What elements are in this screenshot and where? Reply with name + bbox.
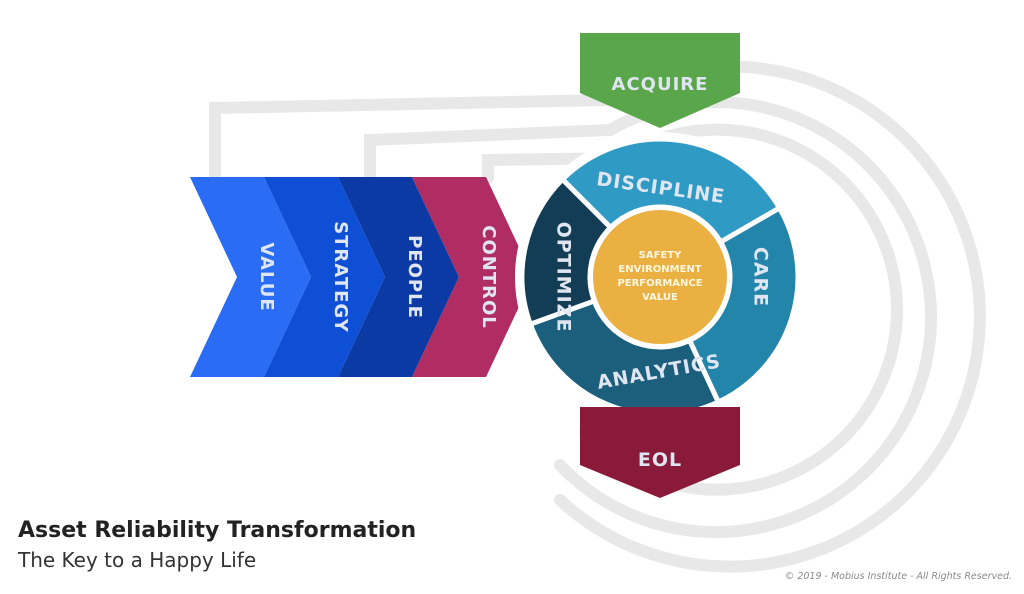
chevron-people (338, 177, 459, 377)
diagram-subtitle: The Key to a Happy Life (18, 548, 257, 572)
chevron-value-label: VALUE (256, 242, 277, 311)
care-label: CARE (750, 247, 772, 307)
optimize-label: OPTIMIZE (553, 222, 575, 333)
eol-arrow: EOL (580, 407, 740, 498)
background-loop (209, 60, 986, 573)
wheel-center (593, 210, 727, 344)
diagram-title: Asset Reliability Transformation (18, 518, 417, 543)
center-line-performance: PERFORMANCE (617, 278, 702, 289)
eol-label: EOL (638, 449, 682, 471)
lifecycle-wheel: SAFETY ENVIRONMENT PERFORMANCE VALUE DIS… (515, 132, 805, 422)
acquire-arrow: ACQUIRE (580, 33, 740, 128)
wheel-segment-optimize (519, 175, 615, 328)
chevron-strategy-label: STRATEGY (330, 221, 351, 333)
chevron-value (190, 177, 311, 377)
copyright-notice: © 2019 - Mobius Institute - All Rights R… (784, 571, 1012, 582)
chevron-people-label: PEOPLE (404, 235, 425, 319)
loop-outer (209, 60, 986, 573)
chevron-control (412, 177, 533, 377)
chevron-group: VALUE STRATEGY PEOPLE CONTROL (190, 177, 533, 377)
center-line-environment: ENVIRONMENT (618, 264, 701, 275)
eol-arrow-shape (580, 407, 740, 498)
loop-inner (482, 123, 903, 496)
wheel-segment-care (686, 204, 801, 406)
wheel-segment-discipline (558, 136, 783, 246)
loop-middle (364, 96, 937, 539)
chevron-strategy (264, 177, 385, 377)
acquire-arrow-shape (580, 33, 740, 128)
acquire-label: ACQUIRE (612, 74, 709, 95)
chevron-control-label: CONTROL (478, 225, 499, 329)
center-line-safety: SAFETY (639, 250, 682, 261)
center-line-value: VALUE (642, 292, 678, 303)
